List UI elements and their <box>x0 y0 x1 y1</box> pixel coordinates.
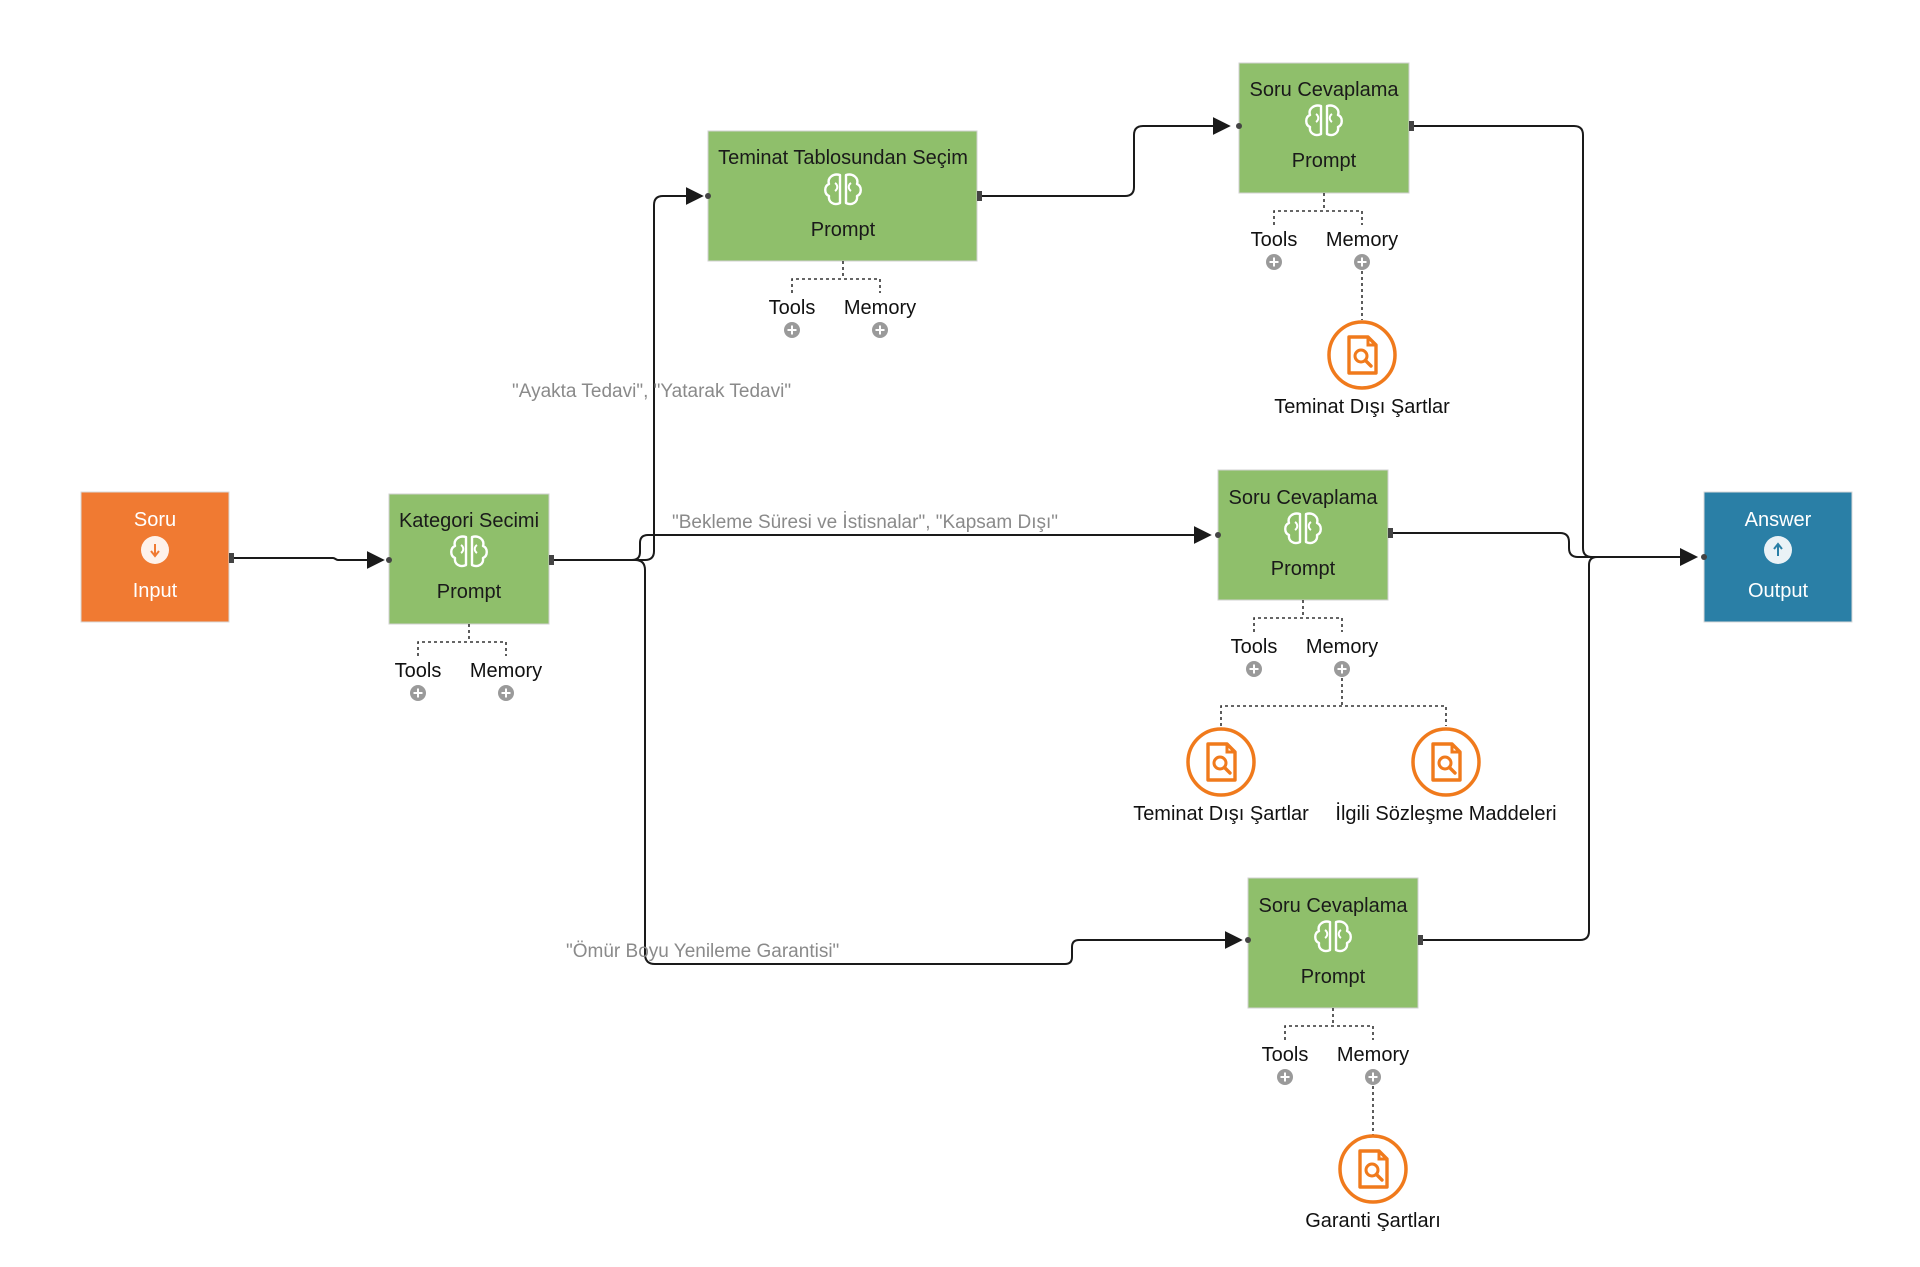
soru3-node-title: Soru Cevaplama <box>1259 895 1409 917</box>
soru2-node[interactable]: Soru Cevaplama Prompt <box>1215 469 1393 601</box>
soru1-node-title: Soru Cevaplama <box>1250 79 1400 101</box>
kategori-tools-label: Tools <box>395 660 442 682</box>
arrow-down-circle-icon <box>141 536 169 564</box>
kategori-node-subtitle: Prompt <box>437 581 502 603</box>
soru3-add-tool-plus-icon[interactable] <box>1276 1068 1294 1086</box>
soru2-memory-name-b: İlgili Sözleşme Maddeleri <box>1335 802 1556 825</box>
input-node-title: Soru <box>134 509 176 531</box>
teminat-tablo-add-memory-plus-icon[interactable] <box>871 321 889 339</box>
kategori-memory-label: Memory <box>470 660 542 682</box>
input-node[interactable]: Soru Input <box>80 491 234 623</box>
edge-soru1-output <box>1412 125 1698 566</box>
kategori-node-title: Kategori Secimi <box>399 510 539 532</box>
kategori-slots-connector <box>417 624 507 656</box>
edge-label-bekleme-kapsam: "Bekleme Süresi ve İstisnalar", "Kapsam … <box>672 512 1058 533</box>
teminat-tablo-slots-connector <box>791 261 881 293</box>
soru2-add-memory-plus-icon[interactable] <box>1333 660 1351 678</box>
soru3-node[interactable]: Soru Cevaplama Prompt <box>1245 877 1423 1009</box>
teminat-tablo-node-title: Teminat Tablosundan Seçim <box>718 147 968 169</box>
soru2-memory-name-a: Teminat Dışı Şartlar <box>1133 803 1309 825</box>
teminat-tablo-add-tool-plus-icon[interactable] <box>783 321 801 339</box>
kategori-add-tool-plus-icon[interactable] <box>409 684 427 702</box>
soru2-add-tool-plus-icon[interactable] <box>1245 660 1263 678</box>
edge-soru2-output <box>1391 532 1698 566</box>
output-node-title: Answer <box>1745 509 1812 531</box>
document-search-icon[interactable] <box>1411 727 1481 797</box>
soru2-node-subtitle: Prompt <box>1271 558 1336 580</box>
soru1-slots-connector <box>1273 193 1363 225</box>
edge-label-ayakta-yatarak: "Ayakta Tedavi", "Yatarak Tedavi" <box>512 381 791 402</box>
soru2-memory-label: Memory <box>1306 636 1378 658</box>
soru3-add-memory-plus-icon[interactable] <box>1364 1068 1382 1086</box>
soru3-slots-connector <box>1284 1008 1374 1040</box>
soru1-add-tool-plus-icon[interactable] <box>1265 253 1283 271</box>
kategori-node[interactable]: Kategori Secimi Prompt <box>386 493 554 625</box>
soru3-memory-label: Memory <box>1337 1044 1409 1066</box>
soru1-tools-label: Tools <box>1251 229 1298 251</box>
teminat-tablo-node-subtitle: Prompt <box>811 219 876 241</box>
edge-kategori-soru3 <box>553 559 1243 965</box>
soru2-node-title: Soru Cevaplama <box>1229 487 1379 509</box>
edge-kategori-teminat-tablo <box>553 187 704 561</box>
soru2-slots-connector <box>1253 600 1343 632</box>
arrow-up-circle-icon <box>1764 536 1792 564</box>
soru1-memory-label: Memory <box>1326 229 1398 251</box>
edge-soru3-output <box>1421 548 1698 941</box>
soru1-node[interactable]: Soru Cevaplama Prompt <box>1236 62 1414 194</box>
output-node-subtitle: Output <box>1748 580 1808 602</box>
input-node-subtitle: Input <box>133 580 178 602</box>
output-node[interactable]: Answer Output <box>1701 491 1853 623</box>
soru3-node-subtitle: Prompt <box>1301 966 1366 988</box>
document-search-icon[interactable] <box>1338 1134 1408 1204</box>
teminat-tablo-node[interactable]: Teminat Tablosundan Seçim Prompt <box>705 130 982 262</box>
document-search-icon[interactable] <box>1327 320 1397 390</box>
soru3-memory-name: Garanti Şartları <box>1305 1210 1441 1232</box>
soru1-add-memory-plus-icon[interactable] <box>1353 253 1371 271</box>
teminat-tablo-memory-label: Memory <box>844 297 916 319</box>
soru2-memory-connector <box>1220 678 1447 726</box>
teminat-tablo-tools-label: Tools <box>769 297 816 319</box>
soru3-tools-label: Tools <box>1262 1044 1309 1066</box>
edge-kategori-soru2 <box>553 526 1212 561</box>
kategori-add-memory-plus-icon[interactable] <box>497 684 515 702</box>
edge-label-omur-boyu: "Ömür Boyu Yenileme Garantisi" <box>566 941 839 962</box>
soru1-node-subtitle: Prompt <box>1292 150 1357 172</box>
soru2-tools-label: Tools <box>1231 636 1278 658</box>
edges <box>231 117 1698 965</box>
document-search-icon[interactable] <box>1186 727 1256 797</box>
edge-teminat-tablo-soru1 <box>981 117 1231 197</box>
soru1-memory-name: Teminat Dışı Şartlar <box>1274 396 1450 418</box>
edge-input-kategori <box>231 551 385 569</box>
